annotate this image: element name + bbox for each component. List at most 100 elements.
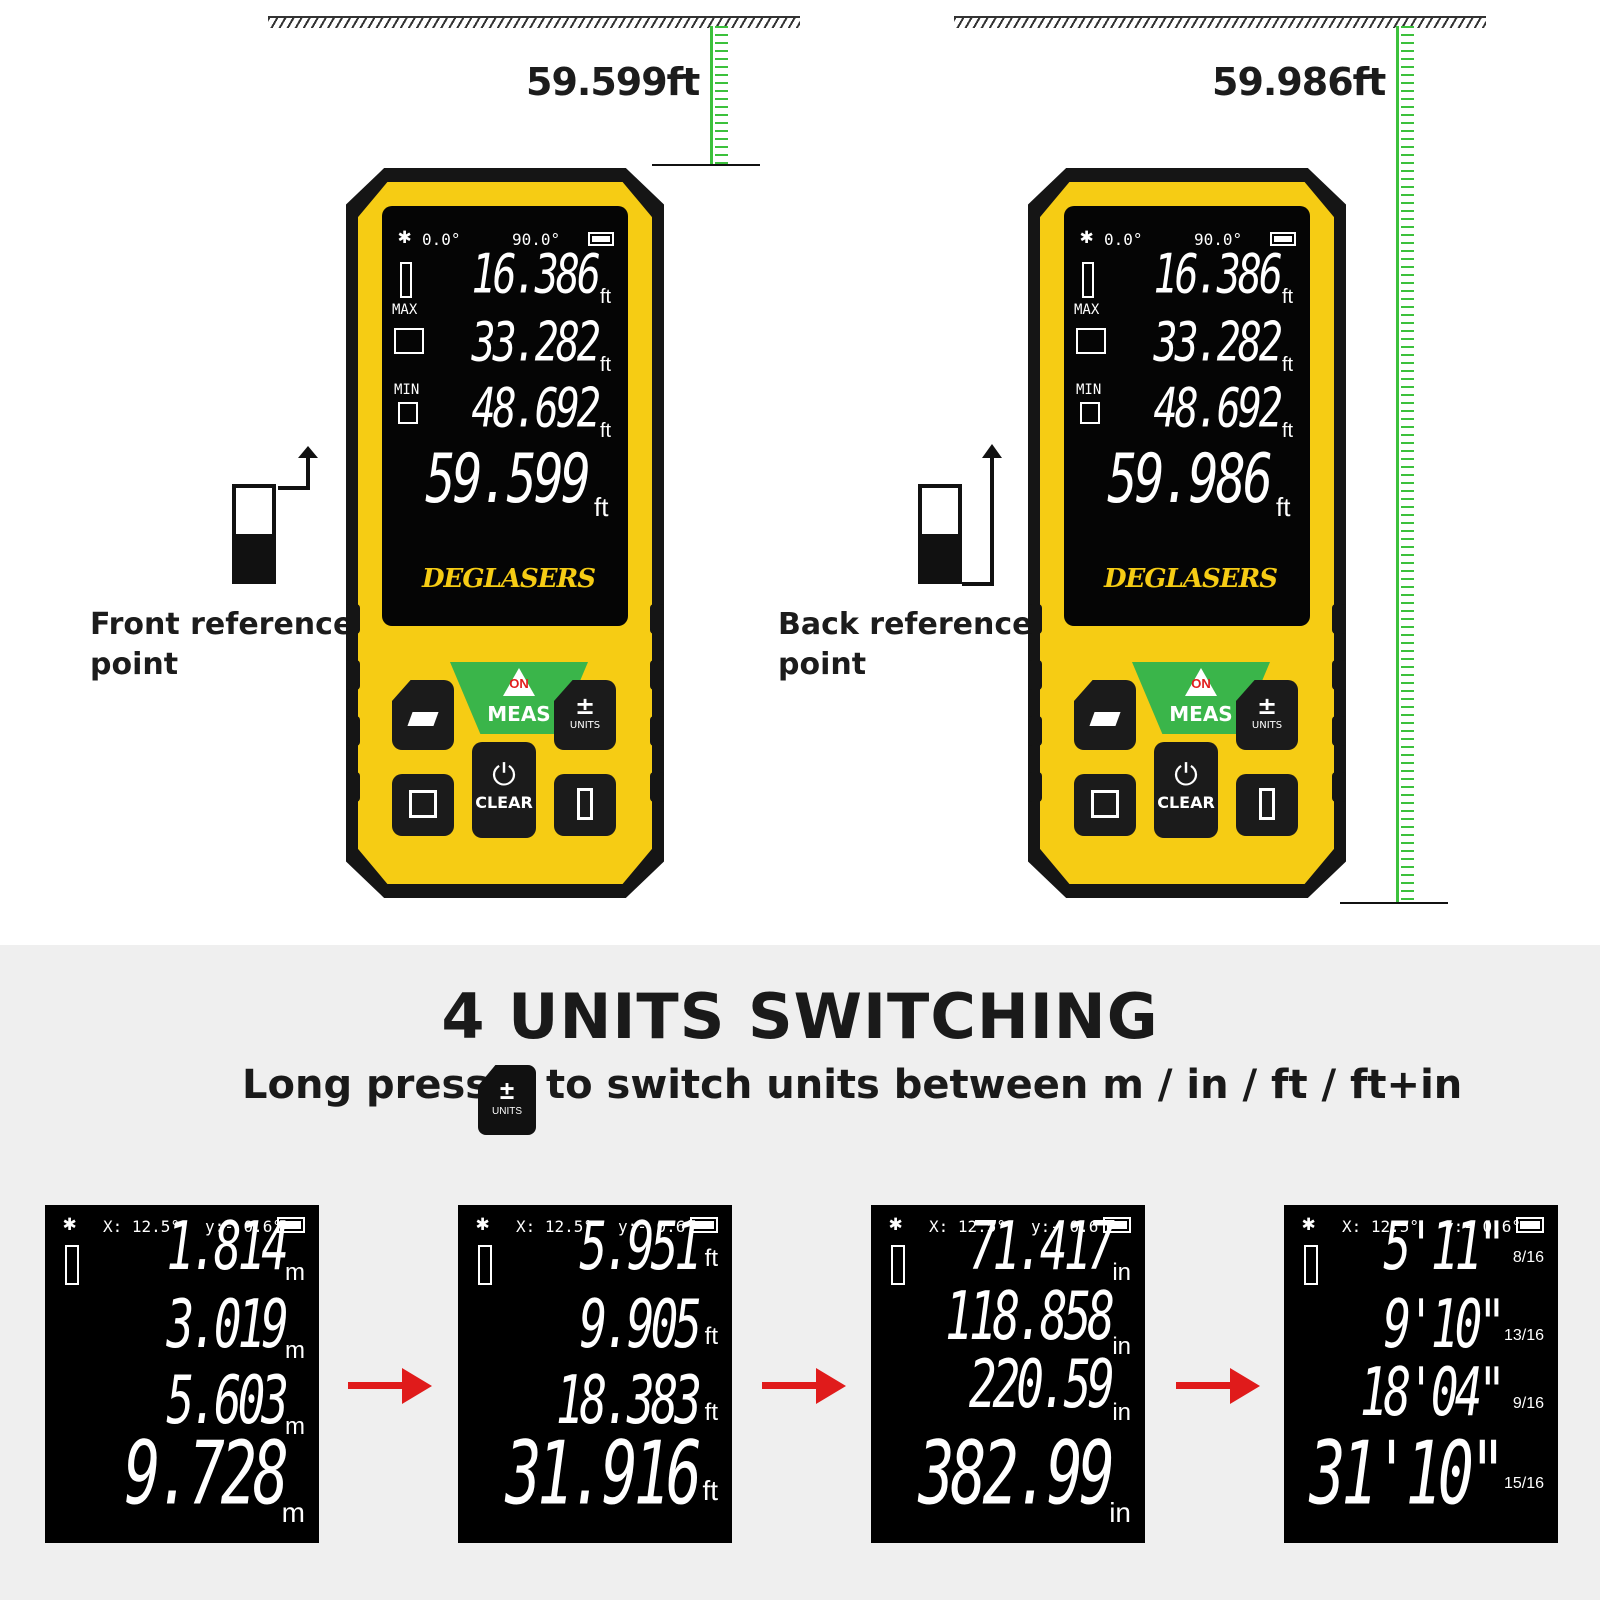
arrow-right-icon — [348, 1368, 432, 1404]
on-label: ON — [509, 676, 529, 691]
main-reading: 59.599 — [425, 439, 591, 518]
meas-label: MEAS — [487, 702, 551, 726]
unit-panel-m: ✱ X: 12.5° y:- 0.6° 1.814 m 3.019 m 5.60… — [45, 1205, 319, 1543]
ruler-left — [710, 26, 728, 164]
ceiling-left — [268, 16, 800, 28]
y-angle: 90.0° — [512, 230, 561, 249]
warning-icon — [503, 668, 535, 696]
meas-label: MEAS — [1169, 702, 1233, 726]
min-label: MIN — [1076, 382, 1102, 398]
rangefinder-back: ✱ 0.0° 90.0° MAX MIN 16.386 ft 33.282 ft… — [1028, 168, 1346, 898]
x-angle: 0.0° — [1104, 230, 1143, 249]
reading-3-unit: ft — [600, 420, 612, 442]
row-2-unit: ft — [704, 1323, 718, 1350]
main-unit: m — [281, 1497, 305, 1528]
units-button[interactable]: ± UNITS — [554, 680, 616, 750]
laser-icon: ✱ — [1302, 1211, 1316, 1236]
row-2: 118.858 — [945, 1276, 1115, 1355]
reference-section: 59.599ft 59.986ft Front reference point … — [90, 16, 1486, 904]
main-row: 31'10" — [1309, 1423, 1506, 1526]
switch-units-label: to switch units between m / in / ft / ft… — [546, 1062, 1463, 1108]
brand-logo: DEGLASERS — [422, 564, 596, 594]
reading-3-unit: ft — [1282, 420, 1294, 442]
clear-button[interactable]: ⏻ CLEAR — [1154, 742, 1218, 838]
y-angle: y:- 0.6° — [205, 1217, 283, 1236]
device-screen: ✱ 0.0° 90.0° MAX MIN 16.386 ft 33.282 ft… — [382, 206, 628, 626]
row-2: 3.019 — [166, 1284, 290, 1363]
row-1: 1.814 — [166, 1206, 290, 1285]
reading-2-unit: ft — [600, 354, 612, 376]
clear-label: CLEAR — [475, 793, 533, 812]
ruler-base-left — [652, 164, 760, 166]
reading-3: 48.692 — [471, 377, 601, 440]
units-button[interactable]: ± UNITS — [1236, 680, 1298, 750]
area-button[interactable] — [1074, 680, 1136, 750]
device-screen: ✱ 0.0° 90.0° MAX MIN 16.386 ft 33.282 ft… — [1064, 206, 1310, 626]
unit-panel-ft-in: ✱ X: 12.5° y:- 0.6° 5'11" 8/16 9'10" 13/… — [1284, 1205, 1558, 1543]
main-reading: 59.986 — [1107, 439, 1273, 518]
clear-button[interactable]: ⏻ CLEAR — [472, 742, 536, 838]
main-unit: in — [1109, 1497, 1131, 1528]
row-3-unit: ft — [704, 1399, 718, 1426]
save-button[interactable] — [1074, 774, 1136, 836]
reading-1: 16.386 — [471, 243, 601, 306]
row-1-unit: in — [1112, 1259, 1131, 1286]
arrow-right-icon — [762, 1368, 846, 1404]
unit-panel-in: ✱ X: 12.5° y:- 0.6° 71.417 in 118.858 in… — [871, 1205, 1145, 1543]
units-sign: ± — [574, 692, 596, 720]
laser-icon: ✱ — [476, 1211, 490, 1236]
back-distance-label: 59.986ft — [1212, 60, 1386, 104]
clear-label: CLEAR — [1157, 793, 1215, 812]
front-reference-arrow-icon — [278, 446, 318, 490]
row-2: 9.905 — [579, 1284, 703, 1363]
reading-1-unit: ft — [600, 286, 612, 308]
front-distance-label: 59.599ft — [526, 60, 700, 104]
laser-icon: ✱ — [398, 224, 412, 249]
main-unit: 15/16 — [1503, 1475, 1544, 1492]
long-press-label: Long press — [242, 1062, 490, 1108]
reference-button[interactable] — [1236, 774, 1298, 836]
save-button[interactable] — [392, 774, 454, 836]
max-label: MAX — [1074, 302, 1100, 318]
warning-icon — [1185, 668, 1217, 696]
back-reference-label: Back reference point — [778, 607, 1033, 682]
row-1: 71.417 — [968, 1206, 1115, 1285]
reading-1-unit: ft — [1282, 286, 1294, 308]
ruler-base-right — [1340, 902, 1448, 904]
back-reference-arrow-icon — [962, 444, 1002, 586]
main-row: 9.728 — [124, 1423, 289, 1526]
rangefinder-front: ✱ 0.0° 90.0° MAX MIN 16.386 ft 33.282 ft… — [346, 168, 664, 898]
ceiling-right — [954, 16, 1486, 28]
row-3: 5.603 — [166, 1360, 290, 1439]
reading-2: 33.282 — [1153, 311, 1283, 374]
device-mode-icon — [891, 1245, 905, 1285]
units-label: UNITS — [1251, 720, 1283, 731]
battery-icon — [588, 232, 614, 246]
main-row: 31.916 — [505, 1423, 702, 1526]
battery-icon — [277, 1217, 305, 1233]
on-label: ON — [1191, 676, 1211, 691]
x-angle: X: 12.5° — [103, 1217, 181, 1236]
reading-3: 48.692 — [1153, 377, 1283, 440]
row-2: 9'10" — [1383, 1284, 1507, 1363]
y-angle: 90.0° — [1194, 230, 1243, 249]
power-icon: ⏻ — [1174, 758, 1198, 793]
device-mode-icon — [478, 1245, 492, 1285]
x-angle: X: 12.5° — [1342, 1217, 1420, 1236]
row-3: 220.59 — [968, 1344, 1115, 1423]
y-angle: y:- 0.6° — [1444, 1217, 1522, 1236]
row-1-unit: 8/16 — [1512, 1249, 1544, 1266]
battery-icon — [1516, 1217, 1544, 1233]
arrow-right-icon — [1176, 1368, 1260, 1404]
laser-icon: ✱ — [63, 1211, 77, 1236]
reading-1: 16.386 — [1153, 243, 1283, 306]
back-reference-icon — [918, 484, 962, 584]
row-1: 5'11" — [1383, 1206, 1507, 1285]
reference-button[interactable] — [554, 774, 616, 836]
ruler-right — [1396, 26, 1414, 902]
row-2-unit: 13/16 — [1503, 1327, 1544, 1344]
main-reading-unit: ft — [594, 492, 609, 522]
eraser-icon — [1089, 712, 1121, 726]
area-button[interactable] — [392, 680, 454, 750]
row-2-unit: in — [1112, 1333, 1131, 1360]
